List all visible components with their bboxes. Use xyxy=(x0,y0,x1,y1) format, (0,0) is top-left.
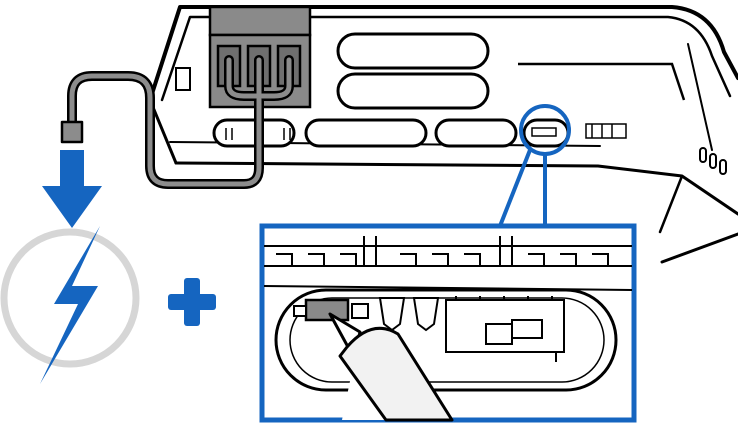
power-cable xyxy=(60,55,294,189)
port-details xyxy=(225,123,627,140)
plus-icon xyxy=(168,278,216,326)
lightning-bolt-in-circle-icon xyxy=(0,226,140,384)
port-openings xyxy=(212,118,570,148)
device-housing xyxy=(148,5,738,264)
housing-tab xyxy=(175,67,191,91)
stylus-pointer-icon xyxy=(328,312,454,422)
zoom-inset xyxy=(259,223,637,423)
arrow-down-icon xyxy=(42,150,102,228)
vent-slots xyxy=(336,32,686,110)
zoom-highlight xyxy=(498,104,571,227)
